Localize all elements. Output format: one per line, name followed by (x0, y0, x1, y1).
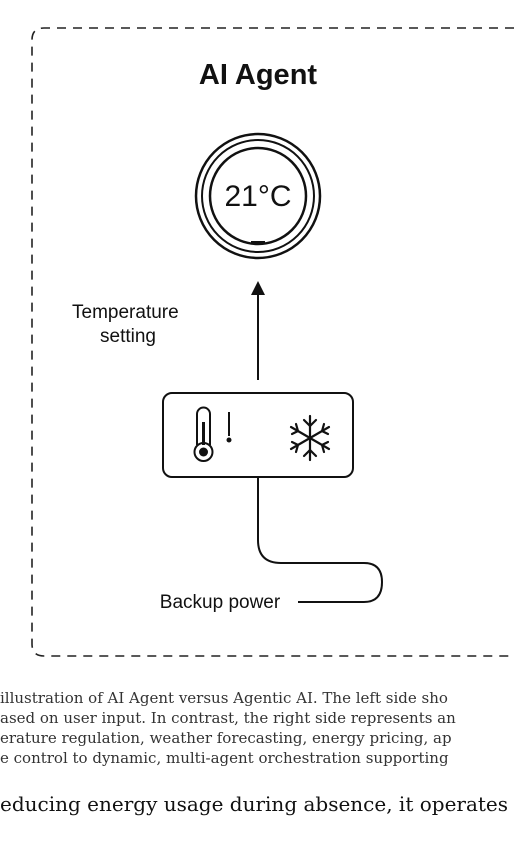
temperature-setting-label: Temperature setting (72, 302, 184, 347)
temperature-setting-line-1: Temperature (72, 302, 179, 323)
diagram-title: AI Agent (199, 59, 317, 91)
thermostat: 21°C (194, 132, 322, 260)
figure-caption-line-4: e control to dynamic, multi-agent orches… (0, 749, 449, 767)
thermometer-icon (193, 406, 232, 462)
power-cable (257, 477, 384, 603)
backup-power-label: Backup power (160, 592, 281, 613)
dashed-frame (31, 27, 515, 657)
temperature-setting-line-2: setting (100, 326, 156, 347)
body-paragraph: educing energy usage during absence, it … (0, 792, 515, 816)
snowflake-icon (289, 414, 331, 462)
ai-agent-diagram: AI Agent 21°C Temperature setting (31, 27, 515, 657)
setting-arrow (251, 281, 265, 380)
figure-caption-line-2: ased on user input. In contrast, the rig… (0, 709, 456, 727)
control-panel (162, 392, 354, 478)
figure-caption-line-1: illustration of AI Agent versus Agentic … (0, 689, 448, 707)
thermostat-temperature: 21°C (224, 180, 291, 213)
figure-caption-line-3: erature regulation, weather forecasting,… (0, 729, 452, 747)
